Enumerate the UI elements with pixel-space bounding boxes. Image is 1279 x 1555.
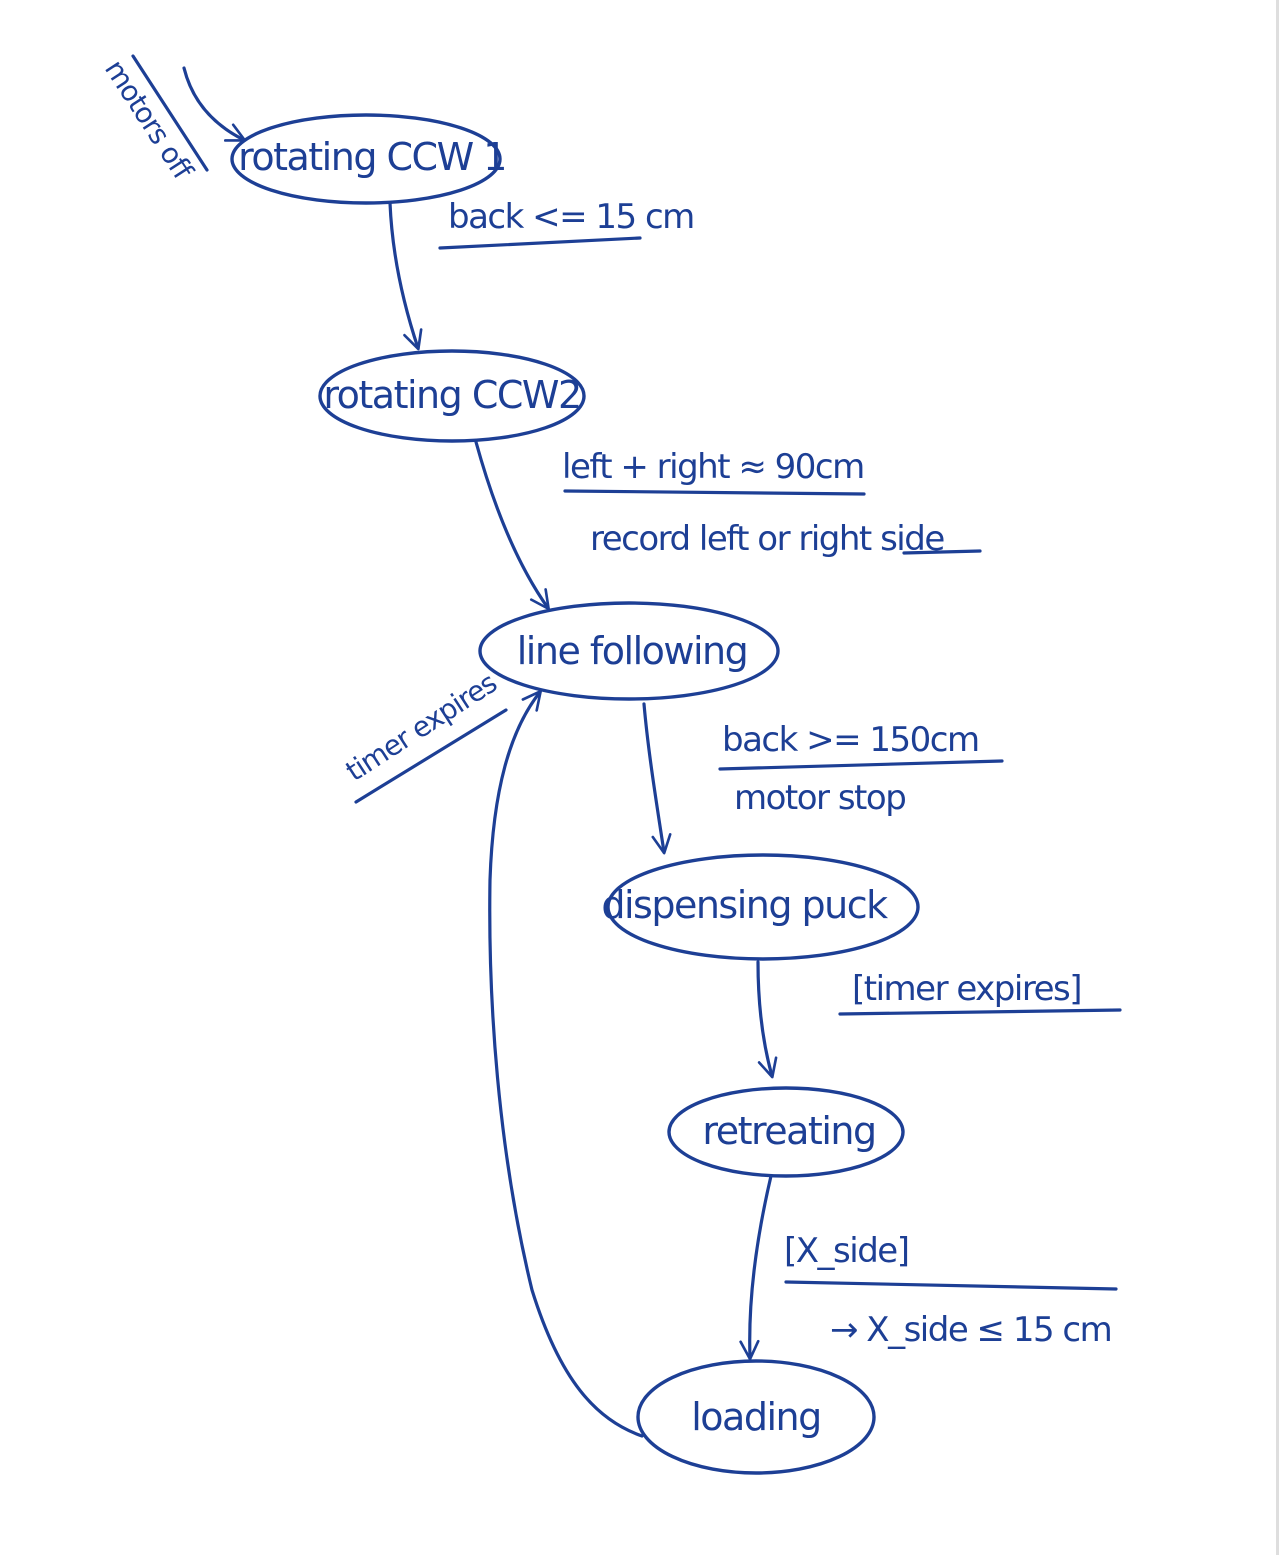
state-rotating-ccw2: rotating CCW2 bbox=[318, 349, 586, 443]
state-line-following-shape bbox=[478, 601, 780, 701]
retreat-to-loading-guard: [X_side] bbox=[784, 1231, 908, 1271]
dispense-to-retreat-underline bbox=[838, 1008, 1122, 1016]
arrow-dispense-to-retreat bbox=[756, 960, 778, 1079]
ccw2-to-line-action: record left or right side bbox=[590, 519, 944, 559]
initial-arrow bbox=[182, 66, 247, 142]
transition-loading-to-line: timer expires bbox=[340, 666, 644, 1438]
state-rotating-ccw1-label: rotating CCW 1 bbox=[238, 135, 506, 179]
line-to-dispense-underline bbox=[718, 759, 1004, 771]
ccw1-to-ccw2-underline bbox=[438, 236, 642, 250]
transition-dispense-to-retreat: [timer expires] bbox=[756, 960, 1122, 1079]
arrow-line-to-dispense bbox=[642, 702, 672, 855]
line-to-dispense-action: motor stop bbox=[734, 778, 905, 818]
state-dispensing-puck-label: dispensing puck bbox=[601, 883, 888, 927]
state-line-following-label: line following bbox=[517, 629, 748, 673]
arrow-ccw2-to-line bbox=[474, 440, 550, 611]
initial-transition: motors off bbox=[98, 54, 247, 186]
ccw2-to-line-underline bbox=[563, 489, 866, 496]
state-retreating-label: retreating bbox=[702, 1109, 875, 1153]
ccw2-to-line-guard: left + right ≈ 90cm bbox=[562, 447, 864, 487]
state-loading: loading bbox=[636, 1359, 876, 1475]
state-dispensing-puck-shape bbox=[606, 853, 920, 961]
state-retreating-shape bbox=[667, 1086, 905, 1178]
initial-label-underline bbox=[131, 54, 209, 172]
loading-to-line-underline bbox=[354, 708, 508, 804]
state-loading-shape bbox=[636, 1359, 876, 1475]
transition-ccw2-to-line: left + right ≈ 90cm record left or right… bbox=[474, 440, 982, 611]
state-loading-label: loading bbox=[691, 1395, 820, 1439]
state-line-following: line following bbox=[478, 601, 780, 701]
state-dispensing-puck: dispensing puck bbox=[601, 853, 920, 961]
page-edge bbox=[1276, 0, 1279, 1555]
state-rotating-ccw1-shape bbox=[230, 113, 502, 205]
retreat-to-loading-underline bbox=[784, 1280, 1118, 1291]
retreat-to-loading-note: → X_side ≤ 15 cm bbox=[830, 1310, 1111, 1350]
state-rotating-ccw2-label: rotating CCW2 bbox=[323, 373, 580, 417]
ccw1-to-ccw2-guard: back <= 15 cm bbox=[448, 197, 694, 237]
state-rotating-ccw2-shape bbox=[318, 349, 586, 443]
arrow-retreat-to-loading bbox=[739, 1174, 773, 1361]
state-rotating-ccw1: rotating CCW 1 bbox=[230, 113, 507, 205]
dispense-to-retreat-guard: [timer expires] bbox=[852, 969, 1081, 1009]
side-underline bbox=[902, 549, 982, 555]
line-to-dispense-guard: back >= 150cm bbox=[722, 720, 979, 760]
arrow-ccw1-to-ccw2 bbox=[388, 201, 423, 351]
state-retreating: retreating bbox=[667, 1086, 905, 1178]
transition-line-to-dispense: back >= 150cm motor stop bbox=[642, 702, 1004, 855]
transition-ccw1-to-ccw2: back <= 15 cm bbox=[388, 197, 695, 351]
arrow-loading-to-line bbox=[488, 689, 644, 1438]
transition-retreat-to-loading: [X_side] → X_side ≤ 15 cm bbox=[739, 1174, 1118, 1361]
